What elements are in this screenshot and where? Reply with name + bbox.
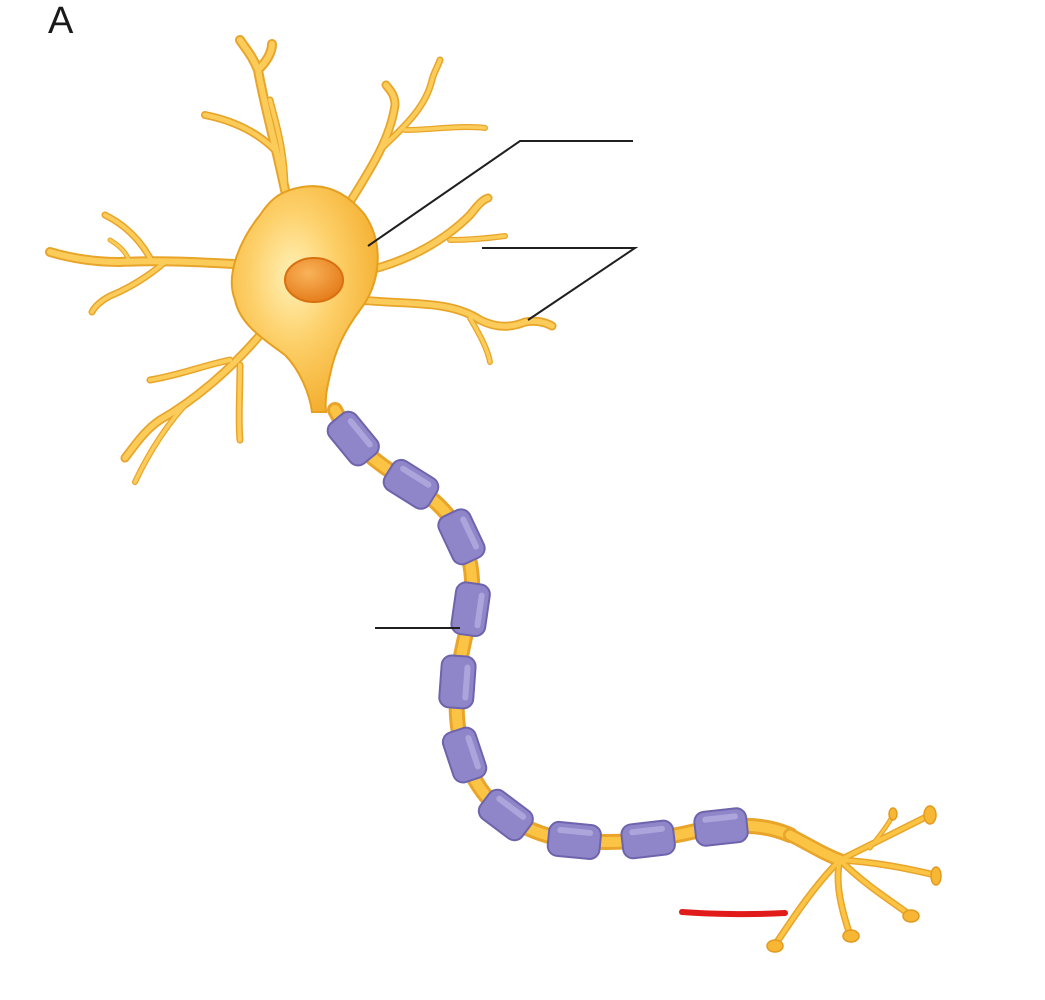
terminal-bouton [766, 939, 784, 953]
label-leaders [367, 140, 639, 629]
myelin-segment [693, 807, 749, 847]
myelin-segment [620, 819, 676, 860]
axon-terminals [766, 805, 942, 953]
red-marker-stroke-icon [679, 909, 788, 918]
myelin-segment [438, 654, 477, 710]
dendrites [45, 35, 557, 485]
myelin-segment [437, 508, 486, 566]
myelin-segment [450, 581, 491, 638]
terminal-bouton [930, 866, 942, 886]
myelin-segment [441, 726, 488, 784]
terminal-bouton [902, 909, 920, 923]
myelin-segment [546, 820, 602, 860]
myelin-segment [326, 410, 380, 467]
leader-line-dendrite [482, 247, 639, 321]
myelin-segment [477, 788, 534, 842]
terminal-bouton [923, 805, 937, 825]
terminal-bouton [888, 807, 898, 821]
terminal-boutons [766, 805, 942, 953]
myelin-segment [382, 458, 440, 510]
leader-line-cell-body [367, 140, 633, 247]
myelin-sheath [326, 410, 749, 860]
panel-label: A [48, 0, 74, 42]
nucleus [284, 257, 344, 303]
terminal-bouton [842, 929, 860, 943]
